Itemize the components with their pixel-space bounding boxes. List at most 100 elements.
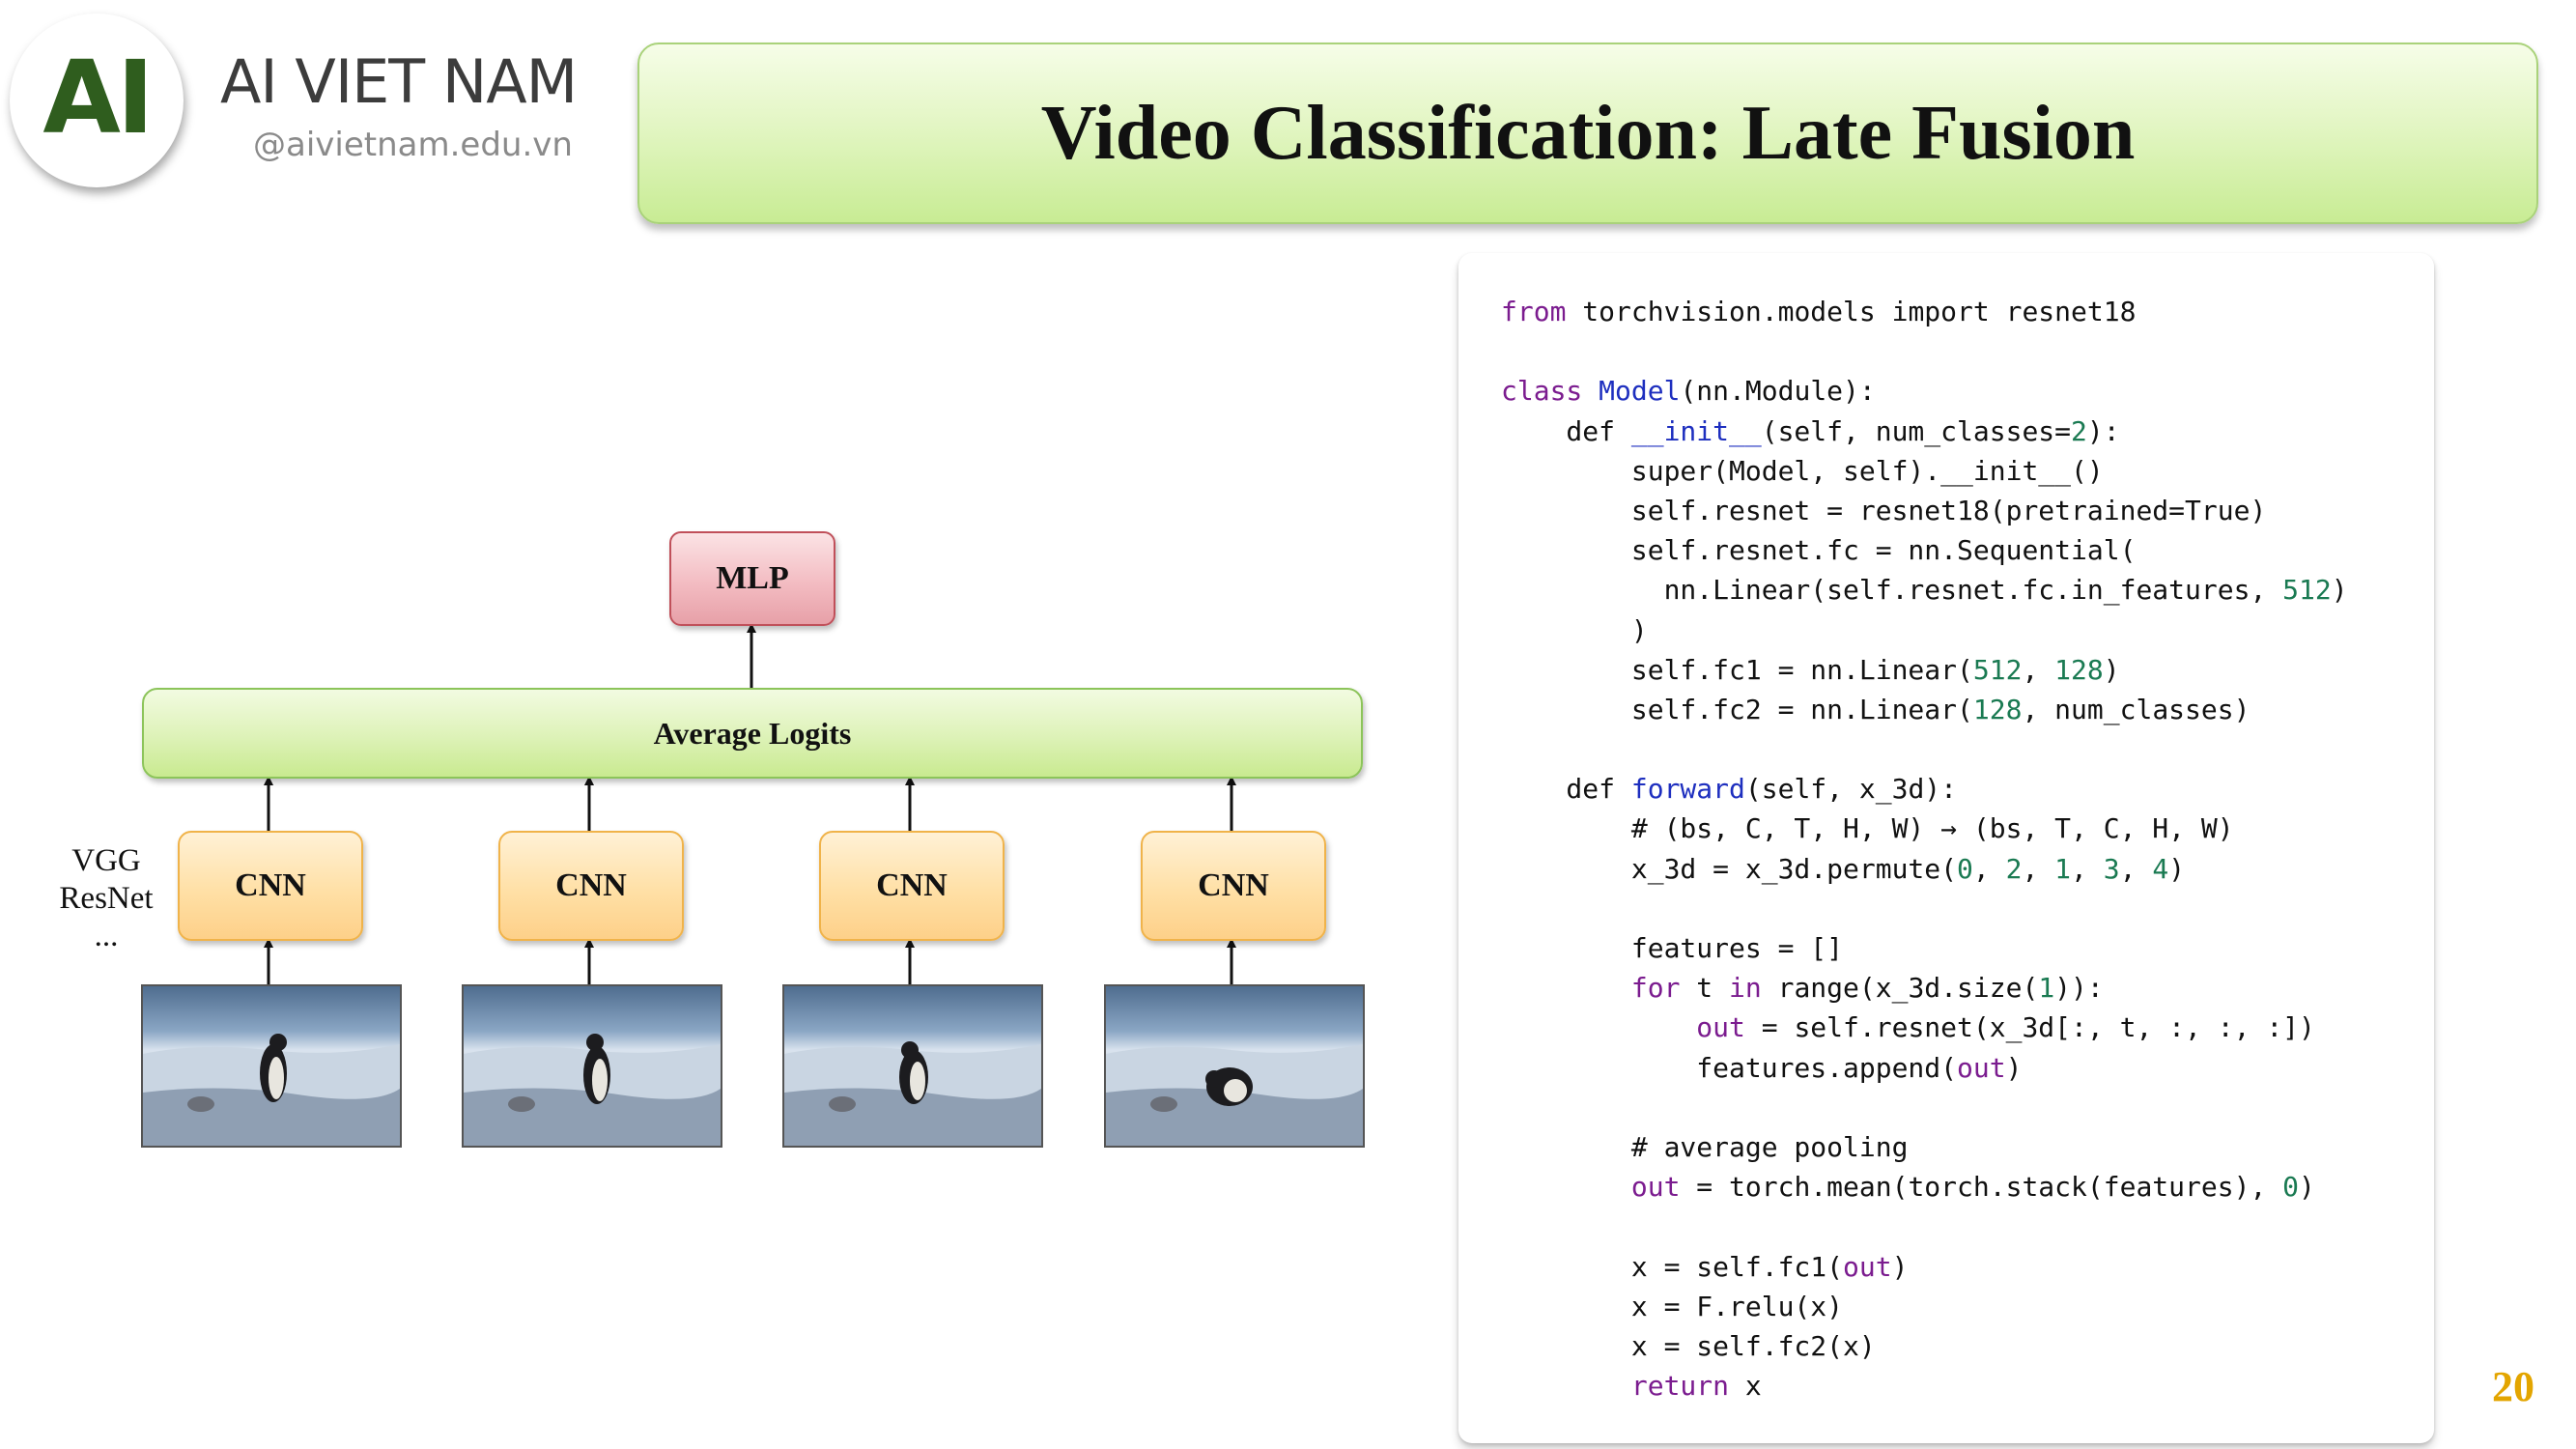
code-line: [1501, 1207, 2434, 1246]
penguin-frame-2: [464, 1034, 721, 1146]
code-line: x_3d = x_3d.permute(0, 2, 1, 3, 4): [1501, 849, 2434, 889]
code-token: x = self.fc1(: [1501, 1250, 1844, 1283]
code-line: def __init__(self, num_classes=2):: [1501, 412, 2434, 451]
code-token: self.resnet = resnet18(pretrained=True): [1501, 494, 2267, 526]
code-token: ,: [1972, 852, 2006, 885]
code-line: [1501, 1088, 2434, 1127]
code-line: x = self.fc2(x): [1501, 1326, 2434, 1366]
code-token: super(Model, self).__init__(): [1501, 454, 2104, 487]
code-listing: from torchvision.models import resnet18 c…: [1501, 292, 2434, 1406]
video-frame-image: [462, 984, 722, 1148]
code-token: x = F.relu(x): [1501, 1290, 1844, 1322]
code-token: t: [1680, 972, 1730, 1005]
code-line: [1501, 729, 2434, 769]
code-line: out = self.resnet(x_3d[:, t, :, :, :]): [1501, 1008, 2434, 1047]
code-token: 128: [1972, 693, 2023, 725]
code-line: from torchvision.models import resnet18: [1501, 292, 2434, 331]
code-token: out: [1696, 1011, 1745, 1044]
code-token: 2: [2071, 414, 2087, 447]
code-line: [1501, 889, 2434, 928]
code-token: self.fc1 = nn.Linear(: [1501, 653, 1973, 686]
code-token: (self, x_3d):: [1744, 773, 1958, 806]
code-token: 512: [1972, 653, 2023, 686]
code-token: # (bs, C, T, H, W) → (bs, T, C, H, W): [1501, 812, 2234, 845]
code-token: 0: [1957, 852, 1973, 885]
code-token: 2: [2005, 852, 2023, 885]
code-token: 128: [2054, 653, 2104, 686]
logo-mark: AI: [42, 39, 154, 156]
penguin-frame-3: [784, 1041, 1041, 1146]
code-token: torchvision.models import resnet18: [1566, 296, 2137, 327]
cnn-label: CNN: [555, 867, 627, 903]
backbone-item: ResNet: [59, 881, 154, 916]
code-line: def forward(self, x_3d):: [1501, 769, 2434, 809]
code-token: (nn.Module):: [1680, 375, 1876, 408]
code-token: [1582, 375, 1599, 407]
average-logits-label: Average Logits: [653, 715, 852, 751]
code-line: features.append(out): [1501, 1048, 2434, 1088]
code-token: 3: [2103, 852, 2120, 885]
code-token: 1: [2038, 972, 2055, 1005]
code-token: in: [1729, 972, 1762, 1005]
code-token: for: [1630, 972, 1681, 1005]
cnn-label: CNN: [235, 867, 306, 903]
cnn-block: CNN: [178, 831, 363, 941]
code-line: # average pooling: [1501, 1127, 2434, 1167]
code-token: ): [1891, 1250, 1909, 1283]
backbone-item: VGG: [71, 843, 141, 878]
cnn-label: CNN: [1198, 867, 1269, 903]
code-line: [1501, 331, 2434, 371]
code-token: [1501, 1011, 1696, 1043]
penguin-frame-1: [143, 1034, 400, 1146]
backbone-list: VGG ResNet ...: [39, 842, 174, 955]
code-token: (self, num_classes=: [1761, 414, 2072, 447]
code-line: features = []: [1501, 928, 2434, 968]
brand-name: AI VIET NAM: [220, 46, 578, 117]
code-token: ):: [2086, 414, 2120, 447]
code-token: )):: [2054, 972, 2104, 1005]
code-token: ): [2005, 1051, 2023, 1084]
code-token: def: [1501, 773, 1631, 806]
code-token: x: [1729, 1370, 1762, 1403]
code-token: from: [1501, 296, 1567, 327]
code-line: x = self.fc1(out): [1501, 1247, 2434, 1287]
code-token: ): [2168, 852, 2186, 885]
page-number: 20: [2492, 1363, 2534, 1410]
code-token: , num_classes): [2022, 693, 2250, 725]
code-token: self.resnet.fc = nn.Sequential(: [1501, 534, 2137, 567]
slide-title: Video Classification: Late Fusion: [1040, 90, 2136, 176]
code-token: features = []: [1501, 932, 1844, 964]
code-token: ,: [2071, 852, 2104, 885]
code-line: # (bs, C, T, H, W) → (bs, T, C, H, W): [1501, 809, 2434, 848]
code-line: ): [1501, 611, 2434, 650]
backbone-item: ...: [94, 919, 119, 953]
code-line: self.resnet = resnet18(pretrained=True): [1501, 491, 2434, 530]
logo-badge: AI: [10, 14, 184, 187]
code-token: nn.Linear(self.resnet.fc.in_features,: [1501, 574, 2283, 607]
title-banner: Video Classification: Late Fusion: [637, 43, 2538, 224]
code-token: class: [1501, 375, 1583, 408]
code-token: 512: [2282, 574, 2332, 607]
code-token: Model: [1599, 375, 1681, 408]
code-line: nn.Linear(self.resnet.fc.in_features, 51…: [1501, 570, 2434, 610]
code-token: ,: [2022, 653, 2055, 686]
brand-website: @aivietnam.edu.vn: [253, 126, 573, 164]
code-token: return: [1630, 1370, 1730, 1403]
code-token: forward: [1630, 773, 1745, 806]
code-token: range(x_3d.size(: [1761, 972, 2039, 1005]
code-token: [1501, 972, 1631, 1004]
code-line: x = F.relu(x): [1501, 1287, 2434, 1326]
code-token: out: [1630, 1171, 1681, 1204]
code-token: ): [2299, 1171, 2315, 1204]
cnn-block: CNN: [819, 831, 1005, 941]
code-token: out: [1957, 1051, 2006, 1084]
code-line: self.fc2 = nn.Linear(128, num_classes): [1501, 690, 2434, 729]
mlp-label: MLP: [716, 560, 789, 596]
code-token: self.fc2 = nn.Linear(: [1501, 693, 1973, 725]
cnn-block: CNN: [498, 831, 684, 941]
code-token: x = self.fc2(x): [1501, 1329, 1876, 1362]
code-line: for t in range(x_3d.size(1)):: [1501, 968, 2434, 1008]
code-token: x_3d = x_3d.permute(: [1501, 852, 1958, 885]
code-token: [1501, 1171, 1631, 1203]
code-token: ): [2331, 574, 2348, 607]
